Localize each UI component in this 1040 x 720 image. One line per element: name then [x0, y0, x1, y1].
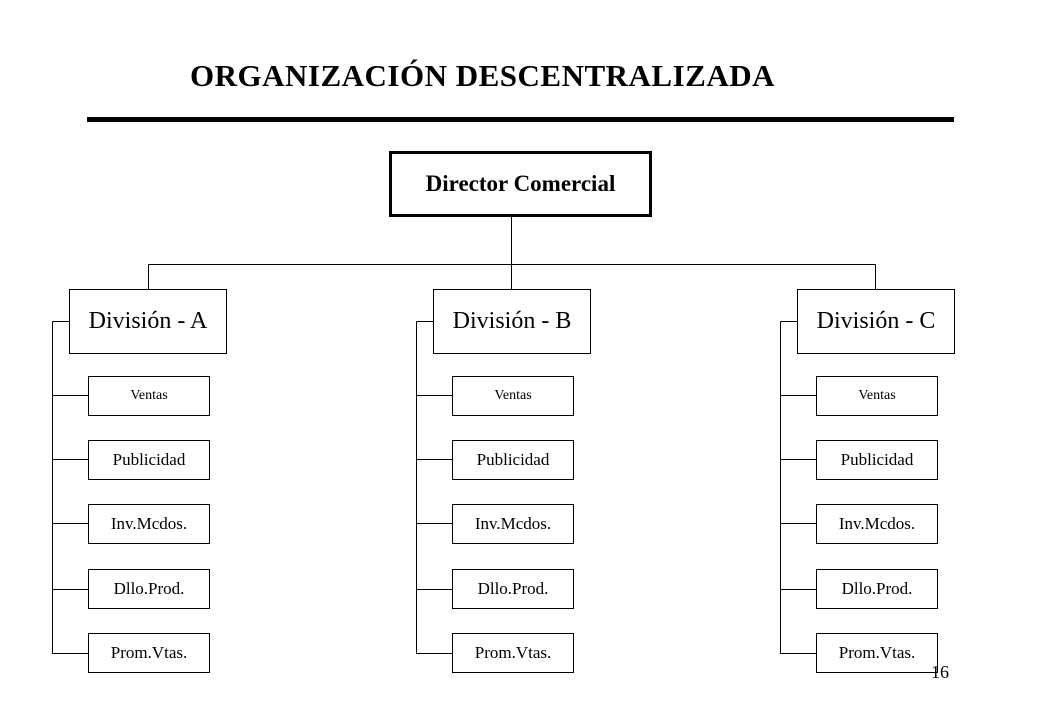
division-c-unit-prom-vtas: Prom.Vtas. [816, 633, 938, 673]
director-box: Director Comercial [389, 151, 652, 217]
division-a-unit-ventas: Ventas [88, 376, 210, 416]
division-b-unit-ventas: Ventas [452, 376, 574, 416]
division-b-unit-prom-vtas: Prom.Vtas. [452, 633, 574, 673]
division-c-box: División - C [797, 289, 955, 354]
division-a-unit-inv-mcdos: Inv.Mcdos. [88, 504, 210, 544]
slide-title: ORGANIZACIÓN DESCENTRALIZADA [190, 58, 776, 93]
title-underline [87, 117, 954, 122]
division-a-unit-publicidad: Publicidad [88, 440, 210, 480]
division-c-unit-publicidad: Publicidad [816, 440, 938, 480]
division-a-unit-dllo-prod: Dllo.Prod. [88, 569, 210, 609]
division-c-unit-dllo-prod: Dllo.Prod. [816, 569, 938, 609]
division-a-unit-prom-vtas: Prom.Vtas. [88, 633, 210, 673]
division-a-box: División - A [69, 289, 227, 354]
division-b-unit-publicidad: Publicidad [452, 440, 574, 480]
page-number: 16 [931, 662, 949, 682]
division-c-unit-ventas: Ventas [816, 376, 938, 416]
division-c-unit-inv-mcdos: Inv.Mcdos. [816, 504, 938, 544]
division-b-box: División - B [433, 289, 591, 354]
division-b-unit-inv-mcdos: Inv.Mcdos. [452, 504, 574, 544]
division-b-unit-dllo-prod: Dllo.Prod. [452, 569, 574, 609]
